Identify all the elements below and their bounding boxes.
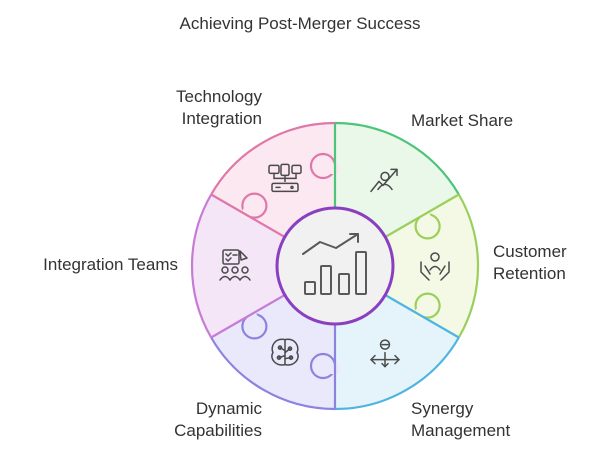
label-customer-retention: Customer Retention [493, 241, 567, 285]
label-dynamic-capabilities: Dynamic Capabilities [120, 398, 262, 442]
label-line: Capabilities [174, 421, 262, 440]
segment-separator [210, 294, 286, 339]
label-line: Technology [175, 87, 262, 106]
label-technology-integration: Technology Integration [120, 86, 262, 130]
label-line: Market Share [411, 111, 514, 130]
label-synergy-management: Synergy Management [411, 398, 510, 442]
puzzle-tab-neck [239, 205, 255, 221]
label-line: Integration [181, 109, 262, 128]
segment-separator [384, 294, 460, 339]
label-integration-teams: Integration Teams [0, 254, 178, 276]
diagram-title: Achieving Post-Merger Success [179, 14, 421, 33]
team-checklist-icon [219, 249, 251, 281]
network-devices-icon [268, 163, 302, 193]
segment-separator [384, 193, 460, 238]
label-market-share: Market Share [411, 110, 513, 132]
puzzle-segment [335, 295, 459, 409]
segment-outer-edge [210, 121, 336, 196]
label-line: Customer [493, 242, 567, 261]
puzzle-tab-neck [327, 364, 339, 374]
person-arrows-icon [370, 339, 400, 368]
person-growth-arrow-icon [370, 168, 398, 193]
segment-outer-edge [190, 193, 213, 339]
puzzle-segment [385, 194, 478, 338]
label-line: Synergy [411, 399, 474, 418]
segment-outer-edge [334, 121, 460, 196]
center-hub [275, 206, 395, 326]
puzzle-tab-neck [417, 208, 433, 224]
segment-outer-edge [210, 336, 336, 411]
puzzle-segment [192, 194, 285, 338]
label-line: Integration Teams [43, 255, 178, 274]
puzzle-tab-neck [412, 305, 428, 321]
segment-outer-edge [457, 193, 480, 339]
puzzle-tab-neck [327, 164, 339, 174]
puzzle-segment [335, 123, 459, 237]
label-line: Dynamic [195, 399, 262, 418]
hands-holding-person-icon [420, 252, 450, 281]
segment-separator [210, 193, 286, 238]
label-line: Retention [493, 264, 566, 283]
label-line: Management [411, 421, 511, 440]
puzzle-tab-neck [244, 308, 260, 324]
segment-outer-edge [334, 336, 460, 411]
brain-circuit-icon [271, 338, 299, 366]
bar-chart-trend-icon [302, 233, 367, 295]
